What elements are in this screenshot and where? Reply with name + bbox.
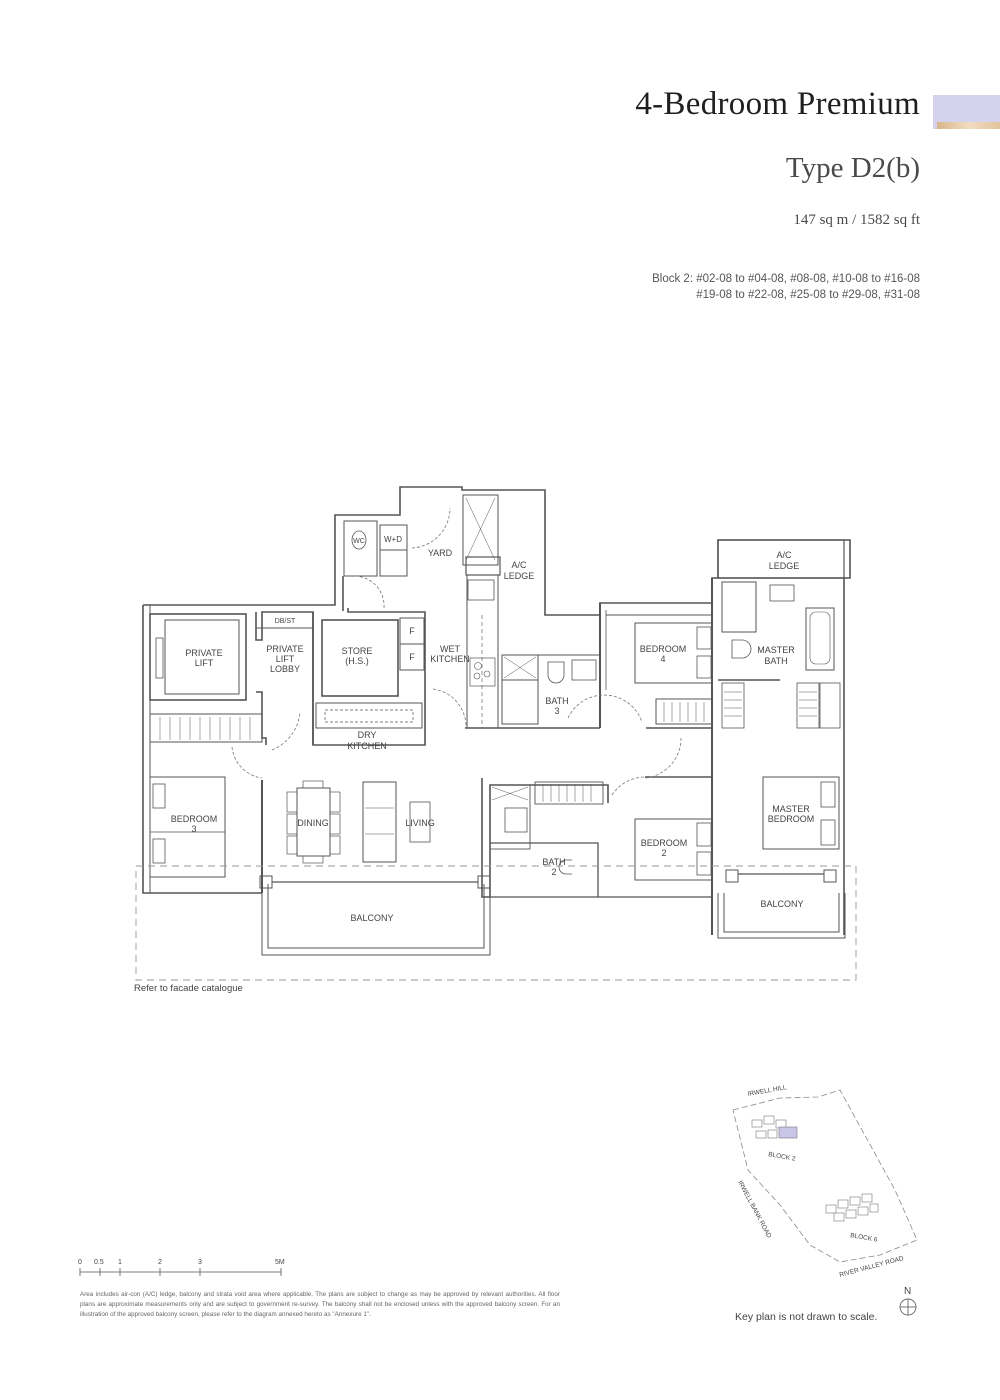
label-master-bath: MASTER <box>757 645 795 655</box>
unit-numbers-line-1: Block 2: #02-08 to #04-08, #08-08, #10-0… <box>652 273 920 285</box>
scale-tick-5: 5M <box>275 1259 285 1266</box>
key-plan-road-top: IRWELL HILL <box>747 1084 787 1098</box>
scale-tick-2: 1 <box>118 1259 122 1266</box>
sofa <box>362 781 397 863</box>
unit-area: 147 sq m / 1582 sq ft <box>793 212 920 228</box>
label-wd: W+D <box>384 535 402 544</box>
scale-tick-3: 2 <box>158 1259 162 1266</box>
bath-2 <box>489 784 531 850</box>
label-dry-kitchen: DRY <box>358 730 377 740</box>
label-private-lift-2: LIFT <box>195 658 214 668</box>
label-ac-ledge-1b: LEDGE <box>504 571 535 581</box>
disclaimer-text: Area includes air-con (A/C) ledge, balco… <box>80 1291 560 1318</box>
label-bath-3: BATH <box>545 696 568 706</box>
key-plan-blocks <box>751 1115 879 1222</box>
accent-swatch <box>933 95 1000 129</box>
key-plan-block-2: BLOCK 2 <box>768 1151 797 1163</box>
label-bath-2-num: 2 <box>551 867 556 877</box>
unit-type-title: Type D2(b) <box>785 152 920 184</box>
label-ac-ledge-1: A/C <box>511 560 527 570</box>
key-plan <box>732 1089 918 1263</box>
bed-bedroom-3 <box>149 776 226 878</box>
label-bedroom-4: BEDROOM <box>640 644 687 654</box>
scale-tick-4: 3 <box>198 1259 202 1266</box>
key-plan-road-left: IRWELL BANK ROAD <box>736 1180 772 1240</box>
label-store-2: (H.S.) <box>345 656 369 666</box>
label-wc: WC <box>353 538 365 545</box>
scale-tick-1: 0.5 <box>94 1259 104 1266</box>
label-ac-ledge-2b: LEDGE <box>769 561 800 571</box>
wc-room <box>343 520 378 577</box>
unit-category-title: 4-Bedroom Premium <box>635 86 920 122</box>
label-master-bedroom: MASTER <box>772 804 810 814</box>
label-living: LIVING <box>405 818 435 828</box>
ac-ledge-master <box>717 539 845 579</box>
label-master-bedroom-2: BEDROOM <box>768 814 815 824</box>
label-wet-kitchen: WET <box>440 644 460 654</box>
label-fridge-1: F <box>409 626 415 636</box>
label-bedroom-2: BEDROOM <box>641 838 688 848</box>
store-room <box>321 619 399 697</box>
label-store: STORE <box>342 646 373 656</box>
north-arrow <box>899 1298 917 1316</box>
label-bedroom-4-num: 4 <box>660 654 665 664</box>
unit-numbers-line-2: #19-08 to #22-08, #25-08 to #29-08, #31-… <box>696 289 920 301</box>
label-bedroom-3: BEDROOM <box>171 814 218 824</box>
unit-numbers: Block 2: #02-08 to #04-08, #08-08, #10-0… <box>652 271 920 303</box>
label-yard: YARD <box>428 548 453 558</box>
private-lift-shaft <box>149 613 247 701</box>
label-db-st: DB/ST <box>275 618 296 625</box>
label-bath-2: BATH <box>542 857 565 867</box>
key-plan-note: Key plan is not drawn to scale. <box>735 1311 878 1323</box>
label-dining: DINING <box>297 818 329 828</box>
bed-master-bedroom <box>762 776 840 850</box>
key-plan-block-6: BLOCK 6 <box>850 1232 879 1244</box>
label-lift-lobby: PRIVATE <box>266 644 303 654</box>
label-balcony-master: BALCONY <box>760 899 803 909</box>
key-plan-road-bottom: RIVER VALLEY ROAD <box>839 1255 905 1279</box>
label-bedroom-3-num: 3 <box>191 824 196 834</box>
label-lift-lobby-2: LIFT <box>276 654 295 664</box>
label-dry-kitchen-2: KITCHEN <box>347 741 387 751</box>
facade-boundary <box>135 865 857 981</box>
label-balcony-main: BALCONY <box>350 913 393 923</box>
bed-bedroom-2 <box>634 818 713 881</box>
label-bedroom-2-num: 2 <box>661 848 666 858</box>
highlighted-unit <box>778 1126 798 1139</box>
label-bath-3-num: 3 <box>554 706 559 716</box>
north-label: N <box>904 1286 911 1297</box>
label-private-lift: PRIVATE <box>185 648 222 658</box>
label-wet-kitchen-2: KITCHEN <box>430 654 470 664</box>
outer-wall <box>142 605 262 894</box>
scale-bar: 0 0.5 1 2 3 5M <box>78 1259 285 1276</box>
scale-tick-0: 0 <box>78 1259 82 1266</box>
facade-note: Refer to facade catalogue <box>134 983 243 994</box>
label-ac-ledge-2: A/C <box>776 550 792 560</box>
label-master-bath-2: BATH <box>764 656 787 666</box>
label-fridge-2: F <box>409 652 415 662</box>
label-lift-lobby-3: LOBBY <box>270 664 300 674</box>
